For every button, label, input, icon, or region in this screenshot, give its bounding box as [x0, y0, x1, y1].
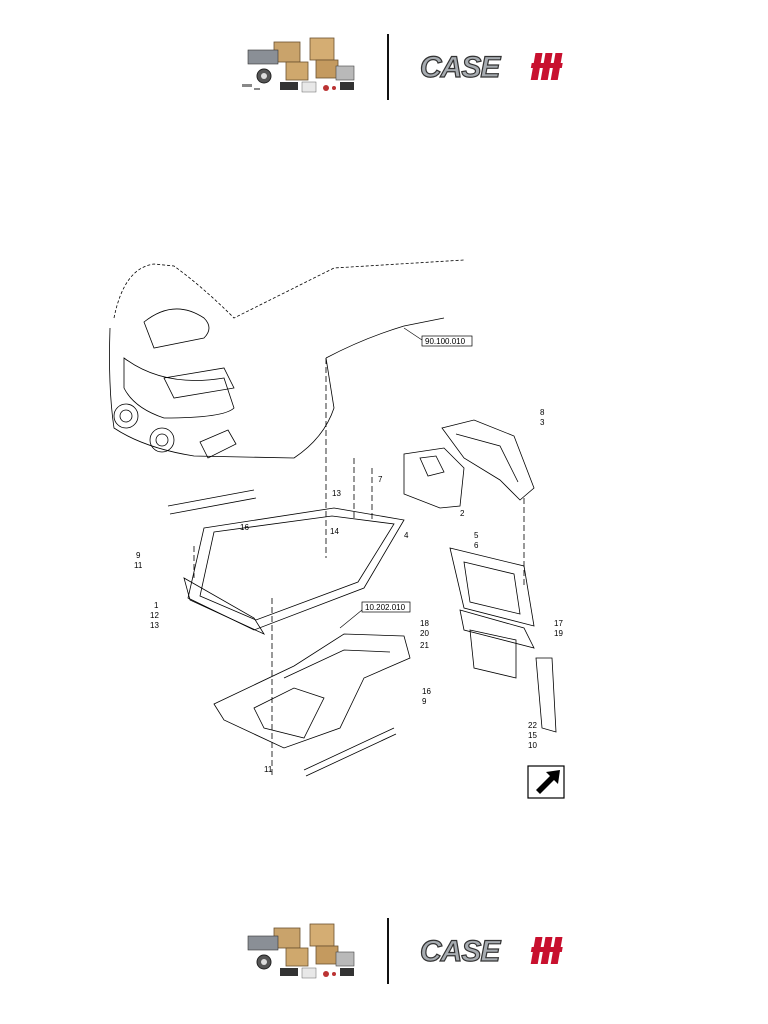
ref-box-90-100-010: 90.100.010	[403, 327, 473, 347]
callout-label: 16	[240, 523, 249, 532]
svg-text:10.202.010: 10.202.010	[365, 603, 406, 612]
callout-label: 9	[136, 551, 141, 560]
callout-label: 4	[404, 531, 409, 540]
callout-label: 1	[154, 601, 159, 610]
case-ih-logo: CASE	[420, 934, 563, 968]
svg-text:CASE: CASE	[420, 51, 501, 84]
footer-divider	[387, 918, 389, 984]
callout-label: 6	[474, 541, 479, 550]
callout-label: 5	[474, 531, 479, 540]
direction-arrow-icon	[536, 770, 560, 794]
callout-label: 7	[378, 475, 383, 484]
callout-label: 15	[528, 731, 537, 740]
callout-label: 22	[528, 721, 537, 730]
callout-label: 21	[420, 641, 429, 650]
callout-label: 10	[528, 741, 537, 750]
callout-label: 11	[264, 765, 273, 774]
callout-label: 17	[554, 619, 563, 628]
callout-label: 12	[150, 611, 159, 620]
callout-label: 14	[330, 527, 339, 536]
page-footer: CASE	[0, 918, 768, 984]
callout-label: 13	[332, 489, 341, 498]
callout-label: 16	[422, 687, 431, 696]
callout-label: 8	[540, 408, 545, 417]
case-ih-logo: CASE	[420, 50, 563, 84]
callout-label: 19	[554, 629, 563, 638]
callout-label: 18	[420, 619, 429, 628]
callout-label: 11	[134, 561, 143, 570]
page-header: CASE	[0, 34, 768, 100]
callout-label: 9	[422, 697, 427, 706]
callout-label: 13	[150, 621, 159, 630]
parts-boxes-icon	[242, 37, 355, 93]
callout-labels: 8 3 7 13 2 16 14 4 5 6 9 11 1 12 13 17 1…	[134, 408, 563, 774]
callout-label: 3	[540, 418, 545, 427]
svg-text:CASE: CASE	[420, 935, 501, 968]
svg-text:90.100.010: 90.100.010	[425, 337, 466, 346]
ref-box-10-202-010: 10.202.010	[339, 601, 411, 629]
header-divider	[387, 34, 389, 100]
callout-label: 2	[460, 509, 465, 518]
callout-label: 20	[420, 629, 429, 638]
parts-boxes-icon	[247, 923, 355, 979]
parts-exploded-diagram: 90.100.010 10.202.010 8 3 7 13 2 16 14 4…	[109, 259, 565, 799]
